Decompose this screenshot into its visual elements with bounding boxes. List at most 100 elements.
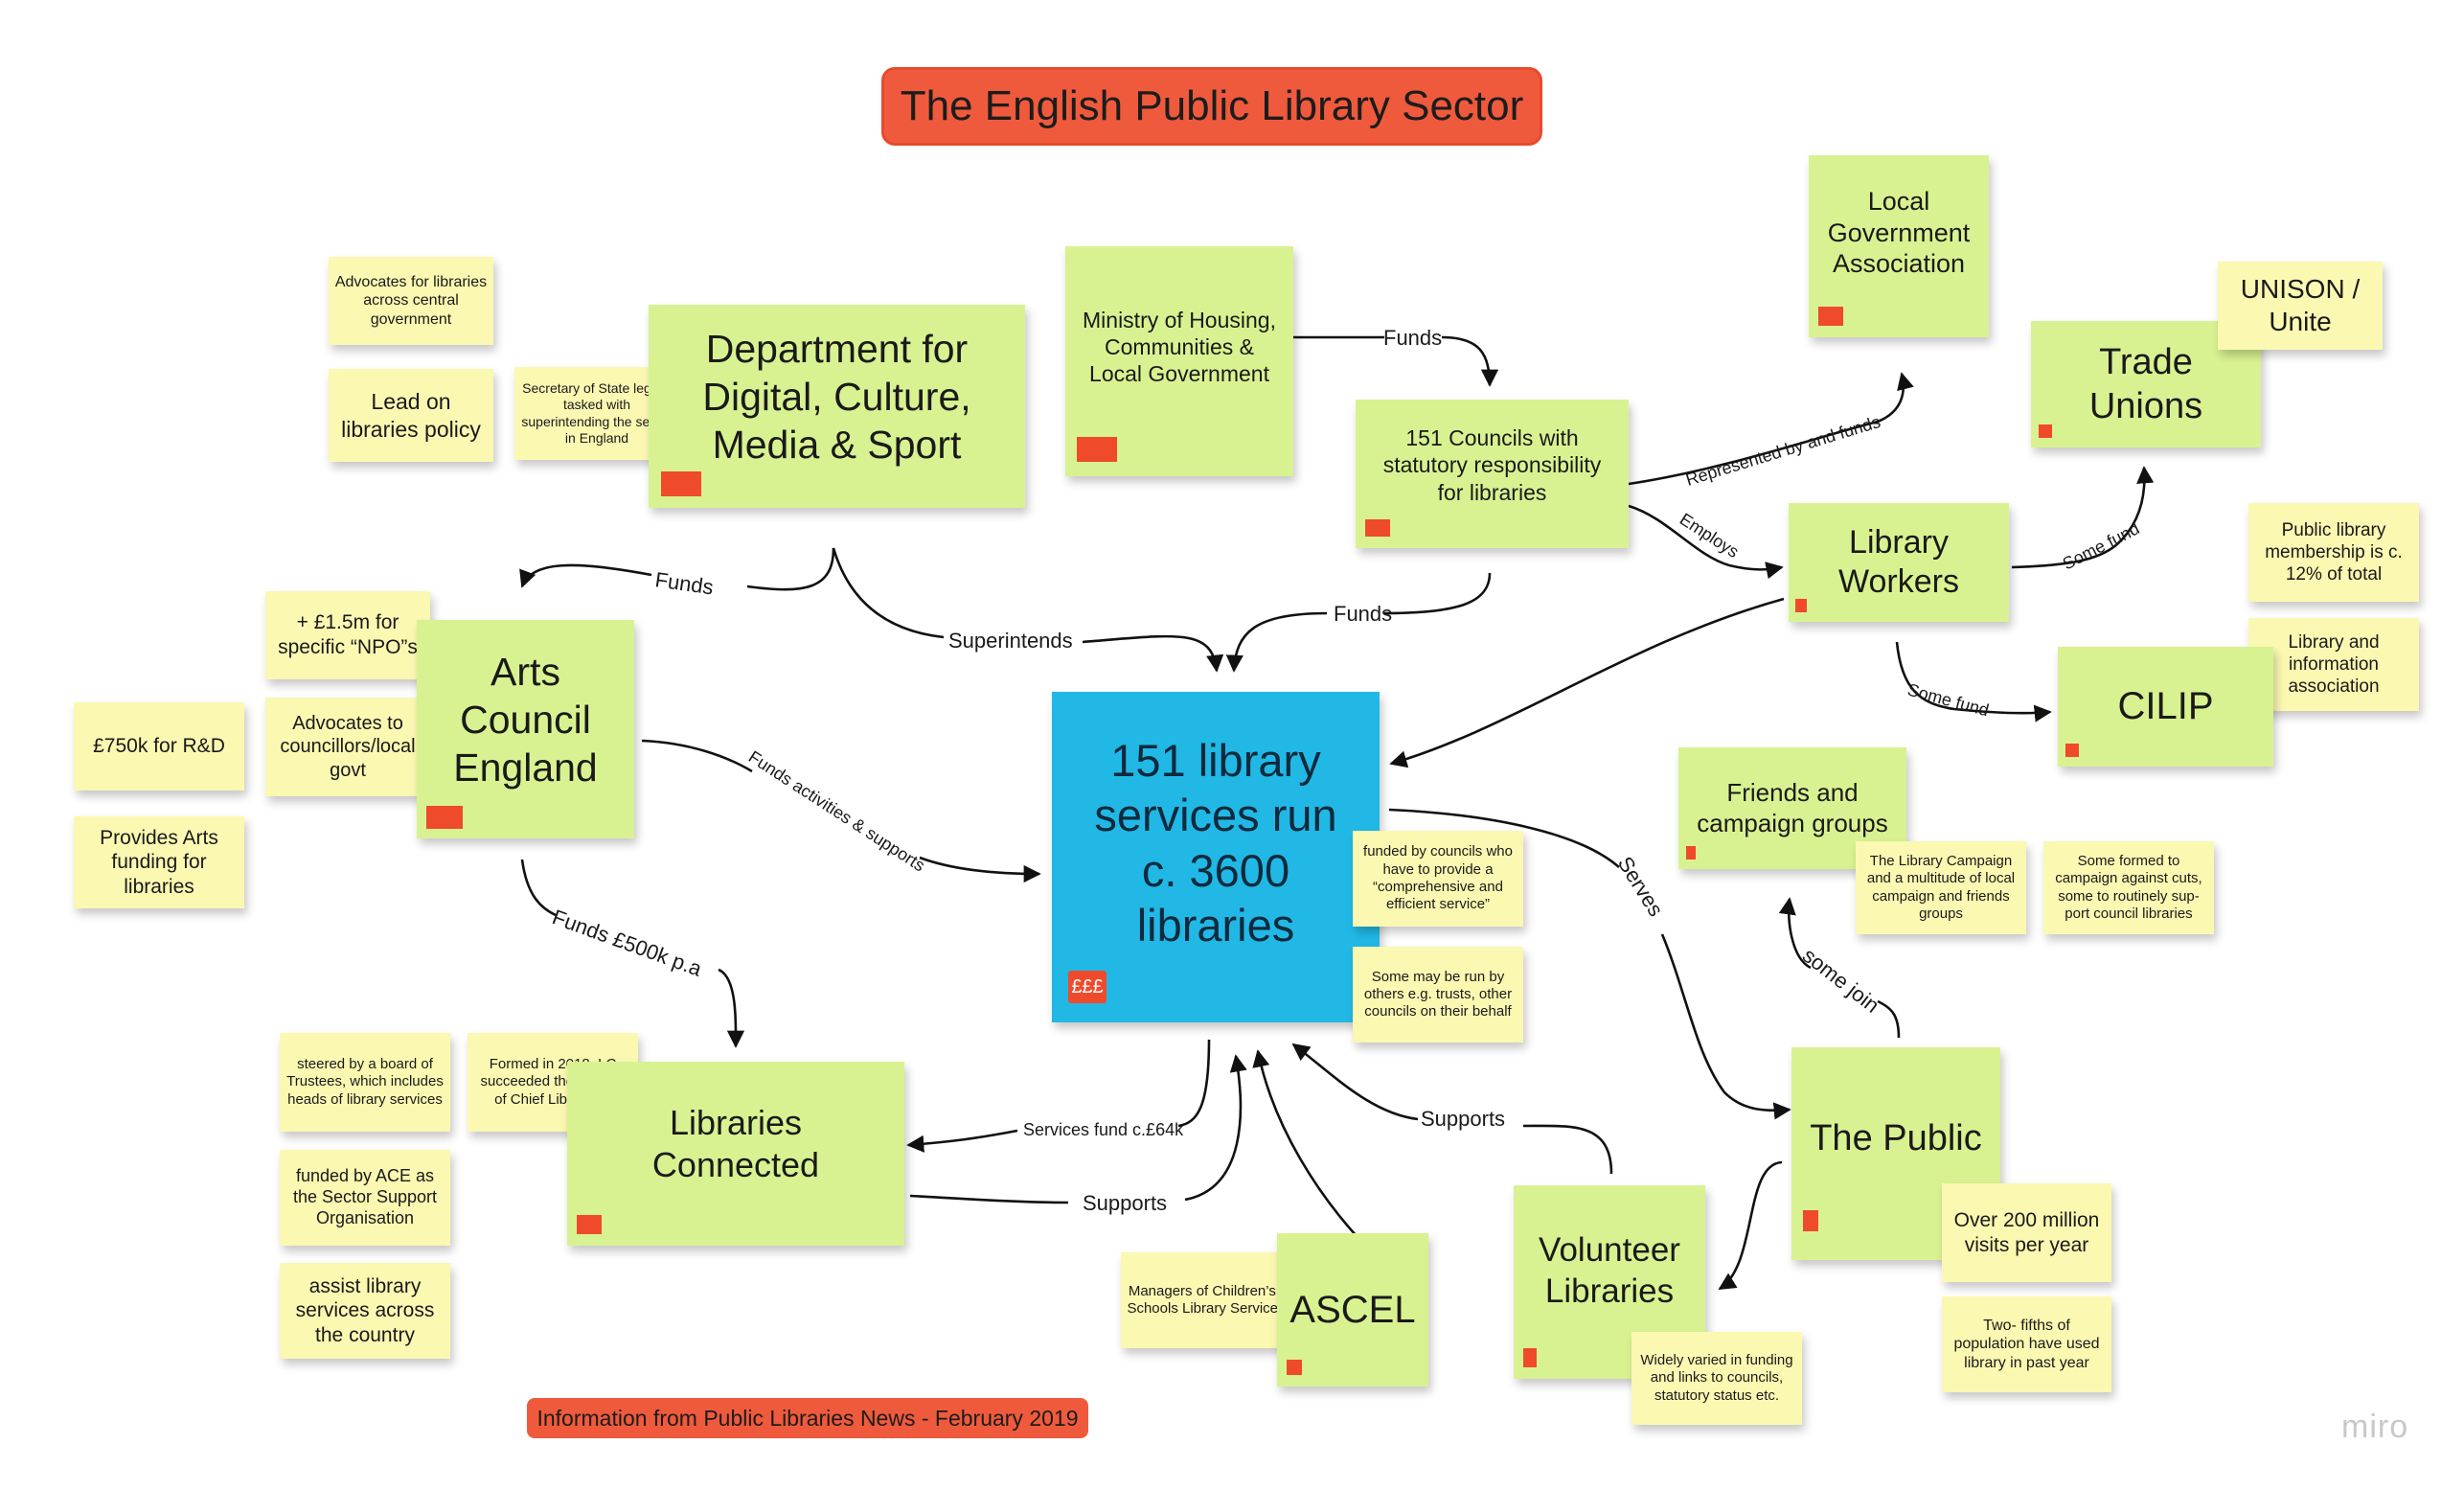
edge-volunteer-main (1522, 1124, 1613, 1175)
edge-label-councils-funds: Funds (1334, 602, 1392, 626)
edge-workers-unions (2011, 466, 2155, 569)
node-public[interactable]: The Public (1791, 1047, 2000, 1260)
note-ascel-managers-text: Managers of Children’s / Schools Library… (1127, 1282, 1286, 1317)
node-lc-text: Libraries Connected (651, 1103, 820, 1184)
edge-label-ace-500k: Funds £500k p.a (549, 905, 705, 981)
lga-tag (1818, 307, 1843, 326)
edge-councils-workers (1628, 504, 1784, 580)
edge-lc-main-b (1184, 1054, 1247, 1202)
note-cilip-association-text: Library and information association (2288, 631, 2380, 698)
note-cilip-association[interactable]: Library and information association (2248, 618, 2419, 711)
node-main-text: 151 library services run c. 3600 librari… (1094, 734, 1337, 951)
note-dcms-advocates[interactable]: Advocates for libraries across central g… (329, 257, 493, 345)
node-library-workers[interactable]: Library Workers (1789, 503, 2009, 622)
diagram-title: The English Public Library Sector (881, 67, 1542, 146)
node-dcms[interactable]: Department for Digital, Culture, Media &… (649, 305, 1025, 508)
note-lc-steered-text: steered by a board of Trustees, which in… (286, 1056, 444, 1108)
note-lc-steered[interactable]: steered by a board of Trustees, which in… (280, 1033, 450, 1132)
note-friends-formed-text: Some formed to campaign against cuts, so… (2055, 852, 2202, 922)
node-lga[interactable]: Local Government Association (1809, 155, 1989, 337)
note-cilip-membership[interactable]: Public library membership is c. 12% of t… (2248, 503, 2419, 602)
edge-ace-lc (520, 859, 557, 917)
note-ace-rd[interactable]: £750k for R&D (74, 702, 244, 791)
edge-dcms-ace-b (519, 563, 652, 588)
node-ascel[interactable]: ASCEL (1277, 1233, 1428, 1387)
edge-councils-main (1383, 572, 1492, 615)
note-ace-rd-text: £750k for R&D (93, 735, 225, 758)
note-dcms-policy[interactable]: Lead on libraries policy (329, 369, 493, 462)
note-friends-campaign[interactable]: The Library Campaign and a multitude of … (1856, 841, 2026, 934)
note-ace-npo[interactable]: + £1.5m for specific “NPO”s (265, 591, 430, 679)
note-volunteer-varied[interactable]: Widely varied in funding and links to co… (1631, 1332, 1802, 1425)
councils-tag (1365, 519, 1390, 537)
edge-public-friends-b (1778, 897, 1812, 970)
unions-tag (2039, 424, 2052, 438)
edge-label-mhclg-funds: Funds (1383, 326, 1442, 350)
edge-volunteer-main-b (1291, 1043, 1419, 1121)
node-councils[interactable]: 151 Councils with statutory responsibili… (1356, 400, 1629, 548)
node-mhclg-text: Ministry of Housing, Communities & Local… (1083, 307, 1276, 387)
note-cilip-membership-text: Public library membership is c. 12% of t… (2265, 519, 2403, 585)
note-main-others[interactable]: Some may be run by others e.g. trusts, o… (1353, 947, 1523, 1043)
edge-main-public-b (1660, 933, 1791, 1120)
edge-ace-lc-b (718, 968, 745, 1048)
note-friends-formed[interactable]: Some formed to campaign against cuts, so… (2043, 841, 2214, 934)
volunteer-tag (1523, 1348, 1537, 1367)
note-lc-assist[interactable]: assist library services across the count… (280, 1263, 450, 1359)
note-ace-arts[interactable]: Provides Arts funding for libraries (74, 816, 244, 908)
node-mhclg[interactable]: Ministry of Housing, Communities & Local… (1065, 246, 1293, 476)
node-libraries-connected[interactable]: Libraries Connected (567, 1062, 904, 1246)
note-lc-assist-text: assist library services across the count… (295, 1274, 435, 1346)
edge-label-some-fund-unions: Some fund (2060, 518, 2143, 573)
node-dcms-text: Department for Digital, Culture, Media &… (702, 326, 971, 467)
note-public-used-text: Two- fifths of population have used libr… (1953, 1317, 2100, 1371)
miro-watermark: miro (2341, 1409, 2409, 1445)
note-ace-arts-text: Provides Arts funding for libraries (100, 826, 218, 898)
edge-label-lc-supports: Supports (1083, 1191, 1167, 1215)
edge-public-volunteer (1718, 1160, 1783, 1291)
edge-ace-main (641, 739, 753, 773)
note-public-used[interactable]: Two- fifths of population have used libr… (1942, 1296, 2111, 1392)
edge-main-public (1388, 808, 1620, 868)
edge-dcms-ace (746, 547, 835, 591)
edge-label-represented: Represented by and funds (1683, 412, 1882, 490)
edge-label-ace-activities: Funds activities & supports (745, 747, 928, 876)
node-ace[interactable]: Arts Council England (417, 620, 634, 838)
ace-tag (426, 806, 463, 829)
note-unison[interactable]: UNISON / Unite (2218, 262, 2383, 350)
edge-councils-lga (1628, 372, 1914, 486)
node-cilip[interactable]: CILIP (2058, 647, 2273, 767)
edge-label-employs: Employs (1677, 510, 1743, 562)
node-main-library-services[interactable]: 151 library services run c. 3600 librari… (1052, 692, 1380, 1022)
note-ace-advocates-text: Advocates to councillors/local govt (280, 712, 416, 781)
edge-label-serves: Serves (1613, 852, 1668, 920)
ascel-tag (1287, 1360, 1302, 1375)
node-cilip-text: CILIP (2117, 685, 2214, 728)
mhclg-tag (1077, 437, 1117, 462)
edge-mhclg-councils-b (1441, 335, 1499, 387)
note-dcms-policy-text: Lead on libraries policy (341, 389, 481, 442)
note-volunteer-varied-text: Widely varied in funding and links to co… (1640, 1352, 1793, 1404)
node-public-text: The Public (1810, 1117, 1982, 1158)
note-main-funded-text: funded by councils who have to provide a… (1363, 843, 1513, 913)
edge-main-lc (1177, 1039, 1211, 1128)
note-dcms-advocates-text: Advocates for libraries across central g… (334, 273, 488, 328)
edge-main-lc-b (906, 1129, 1018, 1153)
edge-lc-main (909, 1194, 1069, 1204)
note-ace-advocates[interactable]: Advocates to councillors/local govt (265, 698, 430, 796)
edge-dcms-main (832, 547, 945, 639)
note-ascel-managers[interactable]: Managers of Children’s / Schools Library… (1121, 1252, 1291, 1348)
node-ascel-text: ASCEL (1289, 1288, 1416, 1331)
node-volunteer[interactable]: Volunteer Libraries (1514, 1185, 1705, 1379)
node-volunteer-text: Volunteer Libraries (1539, 1231, 1680, 1310)
note-unison-text: UNISON / Unite (2240, 273, 2361, 336)
edge-label-services-fund: Services fund c.£64k (1023, 1120, 1184, 1139)
money-tag: £££ (1068, 971, 1107, 1003)
note-main-funded[interactable]: funded by councils who have to provide a… (1353, 831, 1523, 927)
note-lc-funded[interactable]: funded by ACE as the Sector Support Orga… (280, 1150, 450, 1246)
note-public-visits[interactable]: Over 200 million visits per year (1942, 1183, 2111, 1282)
node-library-workers-text: Library Workers (1838, 523, 1959, 600)
edge-public-friends (1877, 999, 1901, 1039)
edge-ace-main-b (919, 856, 1041, 883)
